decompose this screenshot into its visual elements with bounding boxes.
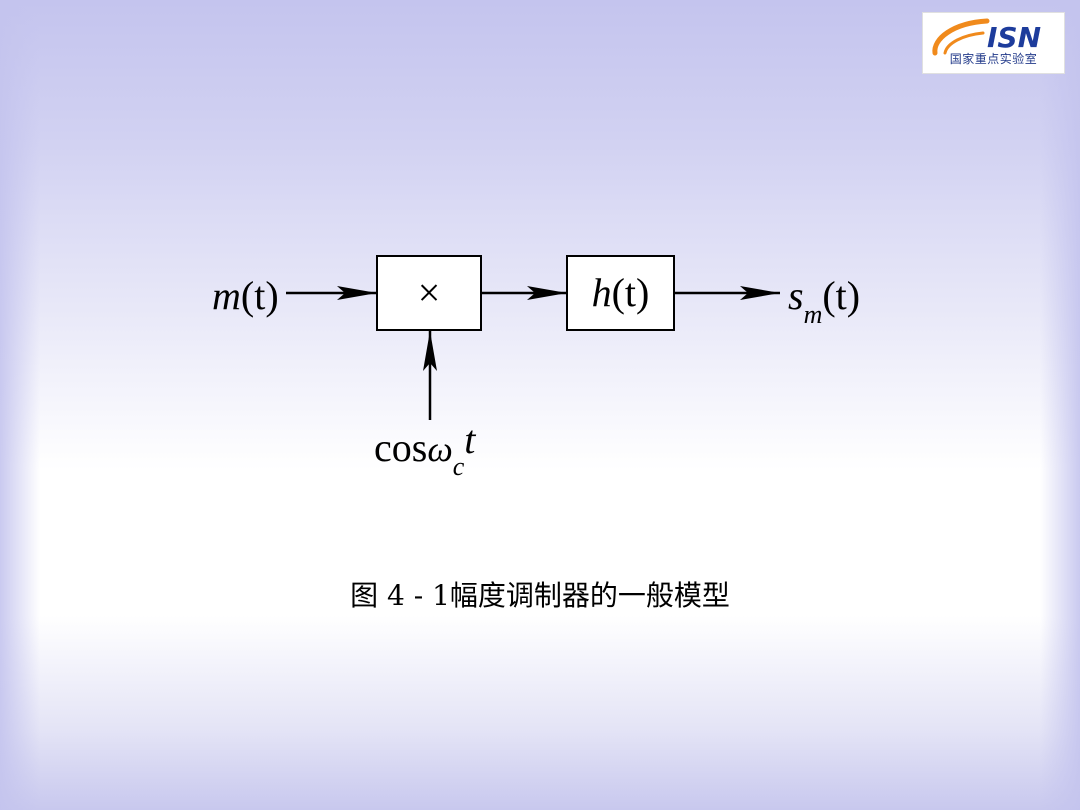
carrier-omega: ω	[427, 429, 453, 469]
multiplier-symbol: ×	[417, 270, 441, 315]
input-signal-label: m(t)	[212, 276, 279, 316]
carrier-function: cos	[374, 425, 428, 470]
output-signal-label: sm(t)	[788, 273, 861, 328]
carrier-subscript: c	[452, 452, 465, 481]
output-subscript: m	[803, 300, 823, 329]
carrier-variable: t	[464, 417, 476, 462]
figure-caption: 图 4 - 1幅度调制器的一般模型	[350, 579, 730, 612]
filter-block: h(t)	[566, 255, 675, 331]
output-symbol: s	[788, 273, 804, 318]
input-symbol: m	[212, 273, 241, 318]
logo-swoosh-inner	[943, 31, 985, 55]
multiplier-block: ×	[376, 255, 482, 331]
logo-mark-text: ISN	[987, 21, 1041, 54]
logo-swoosh	[932, 18, 990, 56]
isn-logo-mark: ISN	[932, 18, 1041, 56]
left-edge-shade	[0, 0, 40, 810]
right-edge-shade	[1040, 0, 1080, 810]
logo-caption: 国家重点实验室	[949, 52, 1038, 66]
filter-argument: (t)	[611, 270, 650, 315]
input-argument: (t)	[240, 273, 279, 318]
output-argument: (t)	[822, 273, 861, 318]
carrier-signal-label: cosωct	[374, 420, 475, 480]
isn-lab-logo: ISN 国家重点实验室	[922, 12, 1065, 74]
filter-symbol: h	[591, 270, 612, 315]
